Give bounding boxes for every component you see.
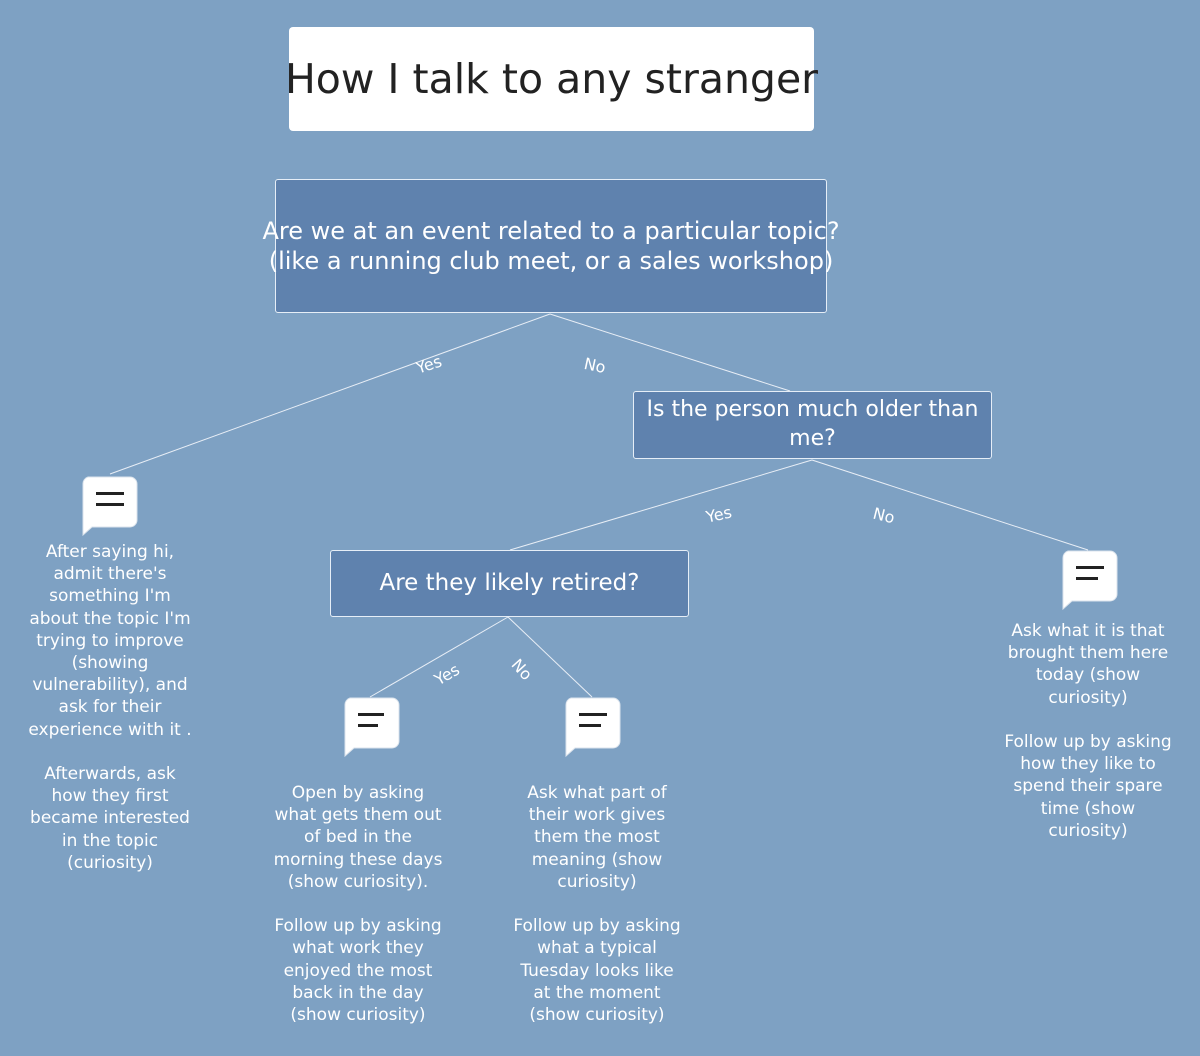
connector-q3-yes <box>369 616 509 698</box>
answer-not-older: Ask what it is that brought them here to… <box>990 620 1186 842</box>
answer-line: became interested <box>30 808 190 829</box>
speech-bubble-icon <box>82 476 138 537</box>
answer-line: back in the day <box>292 982 424 1003</box>
diagram-title: How I talk to any stranger <box>284 55 819 103</box>
question-line: Are we at an event related to a particul… <box>262 217 840 245</box>
answer-line: (curiosity) <box>67 852 153 873</box>
question-line: (like a running club meet, or a sales wo… <box>268 247 834 275</box>
answer-line <box>20 741 200 763</box>
connector-q1-yes <box>109 313 551 475</box>
answer-line <box>263 893 453 915</box>
connector-q1-no <box>549 313 791 392</box>
answer-line: them the most <box>534 827 660 848</box>
question-much-older: Is the person much older than me? <box>633 391 992 459</box>
answer-line: their work gives <box>528 805 666 826</box>
answer-line: curiosity) <box>1048 820 1128 841</box>
answer-line: Follow up by asking <box>513 916 681 937</box>
answer-line: of bed in the <box>303 827 413 848</box>
answer-line: (show curiosity). <box>287 871 429 892</box>
answer-line: what gets them out <box>274 805 442 826</box>
answer-line: spend their spare <box>1013 776 1163 797</box>
answer-line: how they like to <box>1020 754 1156 775</box>
title-box: How I talk to any stranger <box>285 27 818 131</box>
question-line: Are they likely retired? <box>379 570 640 597</box>
answer-line: morning these days <box>273 849 443 870</box>
answer-line: in the topic <box>61 830 159 851</box>
answer-retired: Open by asking what gets them out of bed… <box>263 782 453 1026</box>
answer-line <box>502 893 692 915</box>
answer-line: admit there's <box>53 564 167 585</box>
question-event-topic: Are we at an event related to a particul… <box>262 179 840 313</box>
answer-line <box>990 709 1186 731</box>
answer-line: Follow up by asking <box>1004 732 1172 752</box>
speech-bubble-icon <box>1062 550 1118 611</box>
answer-line: meaning (show <box>531 849 663 870</box>
answer-line: about the topic I'm <box>29 608 191 629</box>
answer-line: ask for their <box>58 697 162 718</box>
connector-q3-no <box>507 616 593 698</box>
answer-line: After saying hi, <box>45 542 175 562</box>
connector-q2-yes <box>509 459 813 551</box>
question-line: Is the person much older than <box>646 397 979 423</box>
question-likely-retired: Are they likely retired? <box>330 550 689 617</box>
speech-bubble-icon <box>344 697 400 758</box>
answer-line: Ask what it is that <box>1011 621 1165 641</box>
answer-line: brought them here <box>1007 643 1169 664</box>
answer-line: how they first <box>51 786 169 807</box>
answer-line: Open by asking <box>291 783 425 803</box>
answer-line: what a typical <box>537 938 657 959</box>
answer-line: (showing <box>71 653 149 674</box>
connector-q2-no <box>811 459 1089 551</box>
answer-line: Afterwards, ask <box>44 764 176 785</box>
speech-bubble-icon <box>565 697 621 758</box>
answer-line: curiosity) <box>557 871 637 892</box>
answer-line: something I'm <box>49 586 171 607</box>
answer-line: (show curiosity) <box>529 1005 665 1026</box>
answer-line: what work they <box>292 938 424 959</box>
answer-line: at the moment <box>533 982 661 1003</box>
answer-line: vulnerability), and <box>32 675 188 696</box>
answer-line: experience with it . <box>28 719 192 740</box>
answer-line: enjoyed the most <box>283 960 433 981</box>
question-line: me? <box>789 426 836 451</box>
answer-line: curiosity) <box>1048 687 1128 708</box>
answer-line: Follow up by asking <box>274 916 442 937</box>
answer-still-working: Ask what part of their work gives them t… <box>502 782 692 1026</box>
answer-topic-event: After saying hi, admit there's something… <box>20 541 200 874</box>
answer-line: today (show <box>1035 665 1141 686</box>
answer-line: (show curiosity) <box>290 1005 426 1026</box>
answer-line: time (show <box>1040 798 1136 819</box>
answer-line: Tuesday looks like <box>520 960 674 981</box>
answer-line: Ask what part of <box>527 783 667 803</box>
answer-line: trying to improve <box>36 630 184 651</box>
